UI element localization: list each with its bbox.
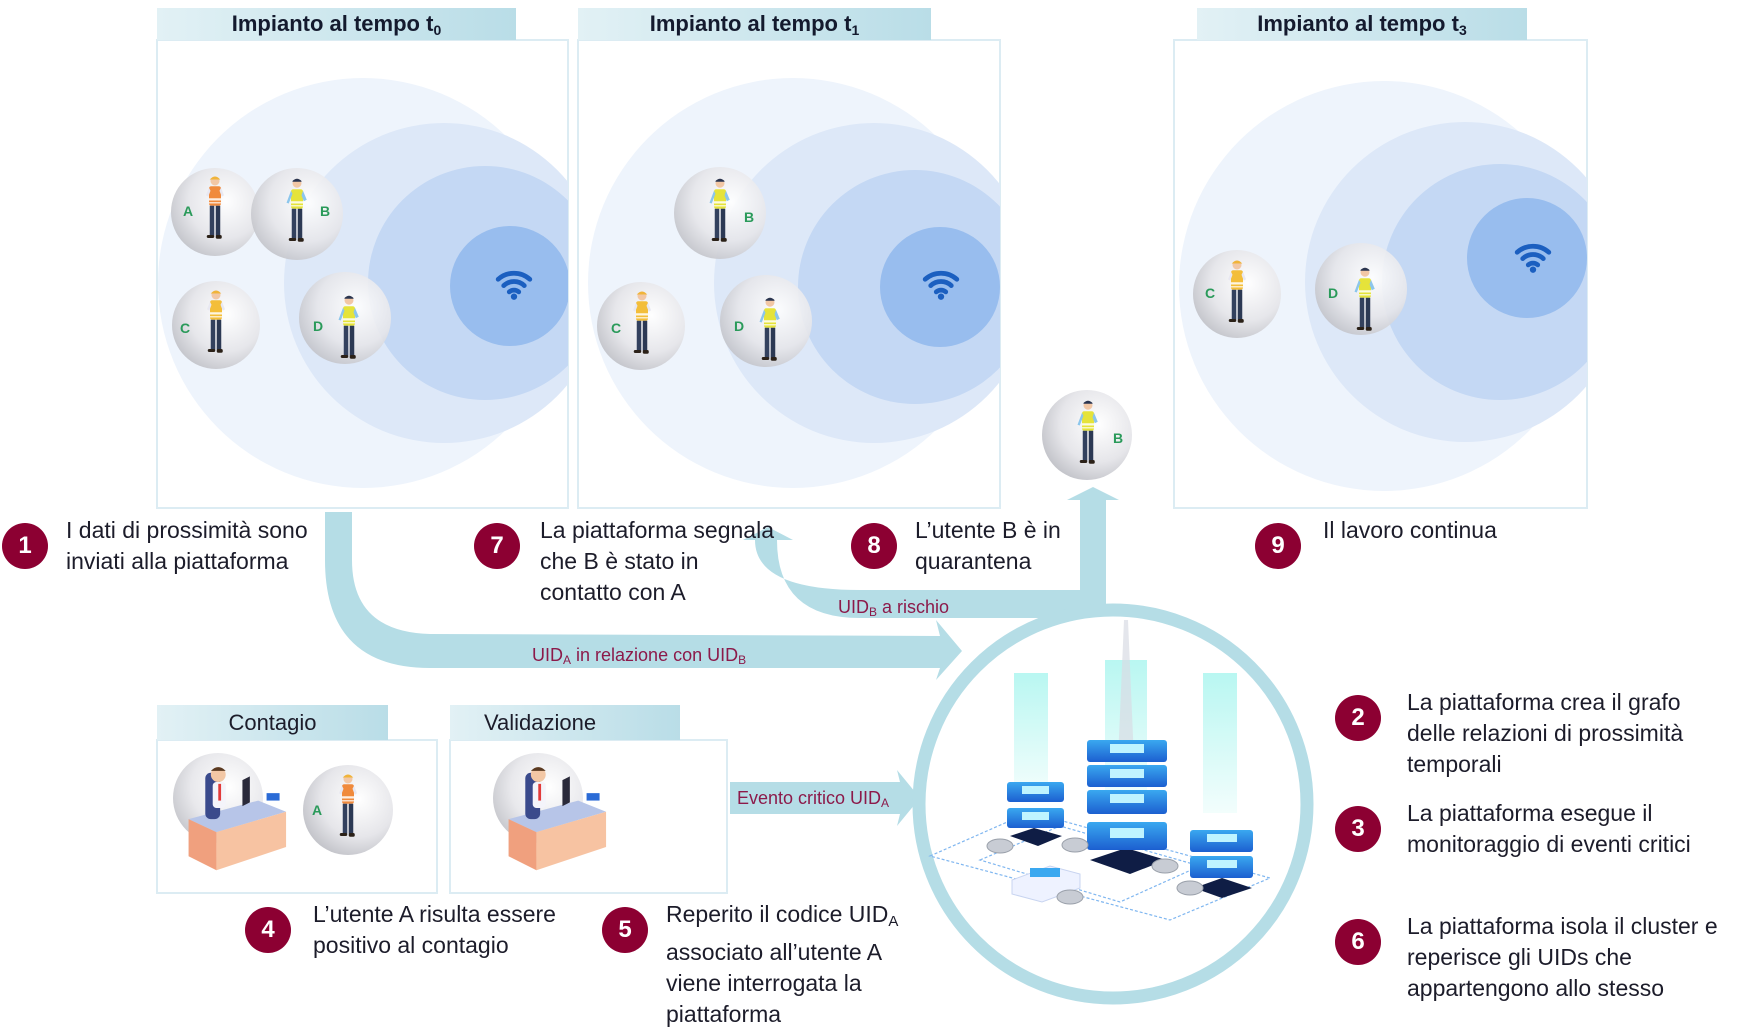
critical-flow-label: Evento critico UIDA xyxy=(737,788,890,810)
svg-text:D: D xyxy=(313,318,323,334)
title-subscript: 0 xyxy=(433,22,442,38)
step-badge: 3 xyxy=(1335,806,1381,852)
title-text: Impianto al tempo t xyxy=(649,11,852,36)
panel-t3-tab xyxy=(1197,8,1527,40)
worker-bubble-a: A xyxy=(303,765,393,855)
step-badge: 8 xyxy=(851,523,897,569)
relation-flow-label: UIDA in relazione con UIDB xyxy=(532,645,747,667)
title-text: Impianto al tempo t xyxy=(231,11,434,36)
svg-text:B: B xyxy=(1113,430,1123,446)
step-text: La piattaforma crea il grafo delle relaz… xyxy=(1407,689,1684,777)
title-subscript: 1 xyxy=(851,22,860,38)
step-text: La piattaforma esegue il monitoraggio di… xyxy=(1407,800,1691,857)
server-cluster-icon xyxy=(928,620,1272,921)
step-badge: 9 xyxy=(1255,523,1301,569)
svg-text:B: B xyxy=(320,203,330,219)
step-text: La piattaforma isola il cluster e reperi… xyxy=(1407,913,1718,1001)
step-8: 8 L’utente B è in quarantena xyxy=(851,517,1091,577)
risk-arrow xyxy=(743,487,1119,680)
panel-t1: B C D xyxy=(577,8,1001,509)
worker-bubble-b: B xyxy=(251,168,343,260)
svg-text:A: A xyxy=(312,802,322,818)
step-badge: 6 xyxy=(1335,919,1381,965)
panel-t0-tab xyxy=(157,8,516,40)
signal-ring-inner xyxy=(450,226,568,346)
svg-text:A: A xyxy=(183,203,193,219)
svg-text:D: D xyxy=(734,318,744,334)
step-badge: 5 xyxy=(602,907,648,953)
worker-bubble-c: C xyxy=(172,281,260,369)
step-text: L’utente B è in quarantena xyxy=(915,517,1061,574)
worker-bubble-c: C xyxy=(1193,250,1281,338)
step-badge: 7 xyxy=(474,523,520,569)
svg-text:B: B xyxy=(744,209,754,225)
title-subscript: 3 xyxy=(1458,22,1467,38)
svg-text:C: C xyxy=(1205,285,1215,301)
step-text: La piattaforma segnala che B è stato in … xyxy=(540,517,774,605)
platform xyxy=(912,603,1314,1005)
flow-arrows xyxy=(325,487,1119,826)
step-badge: 2 xyxy=(1335,695,1381,741)
step-text: Il lavoro continua xyxy=(1323,517,1497,543)
worker-bubble-b: B xyxy=(674,167,766,259)
panel-t3-title: Impianto al tempo t3 xyxy=(1197,7,1527,41)
step-5: 5 Reperito il codice UIDA associato all’… xyxy=(602,901,922,1030)
step-badge: 4 xyxy=(245,907,291,953)
worker-bubble-d: D xyxy=(299,272,391,364)
svg-text:C: C xyxy=(611,320,621,336)
step-3: 3 La piattaforma esegue il monitoraggio … xyxy=(1335,800,1735,860)
worker-bubble-a: A xyxy=(171,168,259,256)
panel-t1-title: Impianto al tempo t1 xyxy=(578,7,931,41)
critical-event-arrow xyxy=(730,770,920,826)
step-9: 9 Il lavoro continua xyxy=(1255,517,1555,569)
quarantined-worker-bubble: B xyxy=(1042,390,1132,480)
worker-bubble-d: D xyxy=(720,275,812,367)
step-text: Reperito il codice UIDA associato all’ut… xyxy=(666,901,899,1027)
panel-t1-tab xyxy=(578,8,931,40)
panel-contagio: A xyxy=(156,705,438,894)
worker-bubble-c: C xyxy=(597,282,685,370)
title-text: Impianto al tempo t xyxy=(1257,11,1459,36)
panel-contagio-title: Contagio xyxy=(228,710,317,735)
step-text: L’utente A risulta essere positivo al co… xyxy=(313,901,556,958)
step-4: 4 L’utente A risulta essere positivo al … xyxy=(245,901,605,961)
panel-t3: C D xyxy=(1173,8,1588,509)
relation-arrow xyxy=(325,512,962,680)
svg-text:C: C xyxy=(180,320,190,336)
panel-t0-title: Impianto al tempo t0 xyxy=(157,7,516,41)
step-badge: 1 xyxy=(2,523,48,569)
svg-text:D: D xyxy=(1328,285,1338,301)
panel-validazione xyxy=(449,705,728,894)
step-2: 2 La piattaforma crea il grafo delle rel… xyxy=(1335,689,1735,780)
panel-validazione-title: Validazione xyxy=(483,710,597,735)
worker-bubble-d: D xyxy=(1315,243,1407,335)
risk-flow-label: UIDB a rischio xyxy=(838,597,950,619)
panel-t0: A B C D xyxy=(156,8,569,509)
step-text: I dati di prossimità sono inviati alla p… xyxy=(66,517,308,574)
step-6: 6 La piattaforma isola il cluster e repe… xyxy=(1335,913,1735,1004)
step-7: 7 La piattaforma segnala che B è stato i… xyxy=(474,517,794,608)
step-1: 1 I dati di prossimità sono inviati alla… xyxy=(2,517,362,577)
